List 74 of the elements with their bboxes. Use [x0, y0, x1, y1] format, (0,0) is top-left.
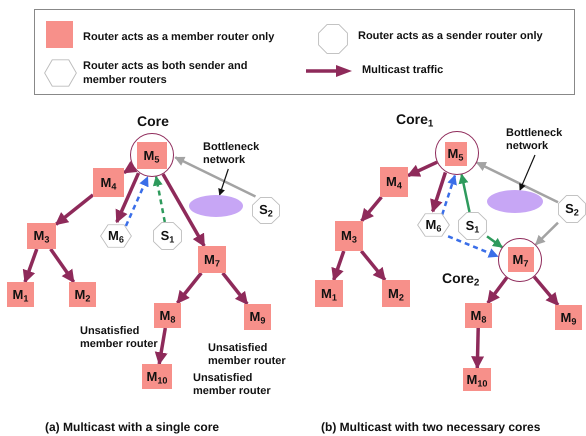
- arrow: [152, 176, 166, 222]
- member-router-box: M$_{3}$: [27, 223, 56, 249]
- arrow: [441, 174, 457, 215]
- arrow: [161, 173, 206, 248]
- arrow: [360, 196, 383, 222]
- legend-label: Router acts as a member router only: [83, 31, 276, 45]
- annotation-text: Bottleneck network: [506, 127, 576, 155]
- member-router-box: M$_{10}$: [463, 368, 491, 391]
- sender-router-octagon: [558, 195, 586, 223]
- arrow: [534, 222, 559, 246]
- member-router-box: M$_{2}$: [382, 280, 410, 307]
- router-label: S$_{1}$: [160, 228, 174, 244]
- member-router-box: M$_{5}$: [136, 142, 166, 168]
- core-label: Core: [137, 113, 169, 129]
- member-router-box: M$_{1}$: [315, 280, 343, 307]
- arrow: [22, 248, 38, 284]
- leader-line: [218, 168, 229, 196]
- arrow: [532, 276, 560, 306]
- caption: (a) Multicast with a single core: [45, 420, 220, 434]
- arrow: [49, 248, 76, 284]
- annotation-text: Bottleneck network: [203, 141, 263, 169]
- arrow: [486, 276, 508, 304]
- member-router-box: M$_{8}$: [154, 303, 181, 328]
- legend-label: Router acts as a sender router only: [358, 30, 544, 44]
- sender-router-octagon: [153, 222, 182, 250]
- member-router-box: M$_{9}$: [244, 304, 271, 330]
- arrow: [471, 328, 484, 370]
- member-router-box: M$_{10}$: [142, 364, 172, 389]
- annotation-text: Unsatisfied member router: [208, 342, 287, 368]
- sender-router-octagon: [458, 212, 487, 240]
- arrow: [54, 194, 94, 226]
- router-label: S$_{1}$: [466, 218, 480, 234]
- router-label: M$_{6}$: [426, 216, 442, 234]
- sender-member-router-hexagon: [100, 224, 132, 248]
- bottleneck-ellipse: [487, 190, 543, 213]
- arrow: [122, 160, 138, 174]
- leader-line: [519, 154, 536, 191]
- arrow: [476, 161, 559, 204]
- arrow: [406, 160, 438, 178]
- member-router-box: M$_{9}$: [555, 305, 582, 330]
- member-router-box: M$_{7}$: [198, 246, 226, 273]
- core-label: Core$_{2}$: [442, 270, 480, 288]
- member-router-box: M$_{8}$: [465, 303, 492, 328]
- member-router-box: M$_{2}$: [69, 282, 96, 307]
- arrow: [124, 176, 149, 226]
- arrow: [174, 156, 256, 198]
- arrow: [154, 328, 168, 366]
- router-label: S$_{2}$: [259, 202, 273, 219]
- member-router-box: M$_{1}$: [7, 282, 34, 307]
- sender-router-octagon: [252, 197, 280, 224]
- caption: (b) Multicast with two necessary cores: [321, 420, 540, 434]
- arrow: [360, 250, 386, 282]
- member-router-box: M$_{4}$: [93, 168, 124, 197]
- router-label: M$_{6}$: [108, 228, 124, 244]
- member-router-box: M$_{3}$: [335, 221, 363, 251]
- router-label: S$_{2}$: [565, 200, 579, 218]
- sender-member-router-hexagon: [417, 213, 450, 237]
- member-router-box: M$_{7}$: [508, 246, 534, 272]
- core-label: Core$_{1}$: [396, 111, 434, 130]
- arrow: [430, 172, 448, 213]
- arrow: [221, 272, 249, 306]
- annotation-text: Unsatisfied member router: [193, 372, 272, 398]
- arrow: [458, 174, 471, 212]
- member-router-box: M$_{4}$: [380, 167, 408, 197]
- annotation-text: Unsatisfied member router: [80, 325, 159, 352]
- legend-label: Router acts as both sender and member routers: [83, 60, 248, 88]
- arrow: [486, 235, 503, 248]
- arrow: [331, 250, 346, 282]
- member-router-box: M$_{5}$: [444, 142, 466, 166]
- legend-label: Multicast traffic: [362, 64, 444, 78]
- arrow: [448, 235, 499, 258]
- arrow: [176, 272, 203, 304]
- arrow: [115, 172, 140, 224]
- bottleneck-ellipse: [189, 195, 243, 217]
